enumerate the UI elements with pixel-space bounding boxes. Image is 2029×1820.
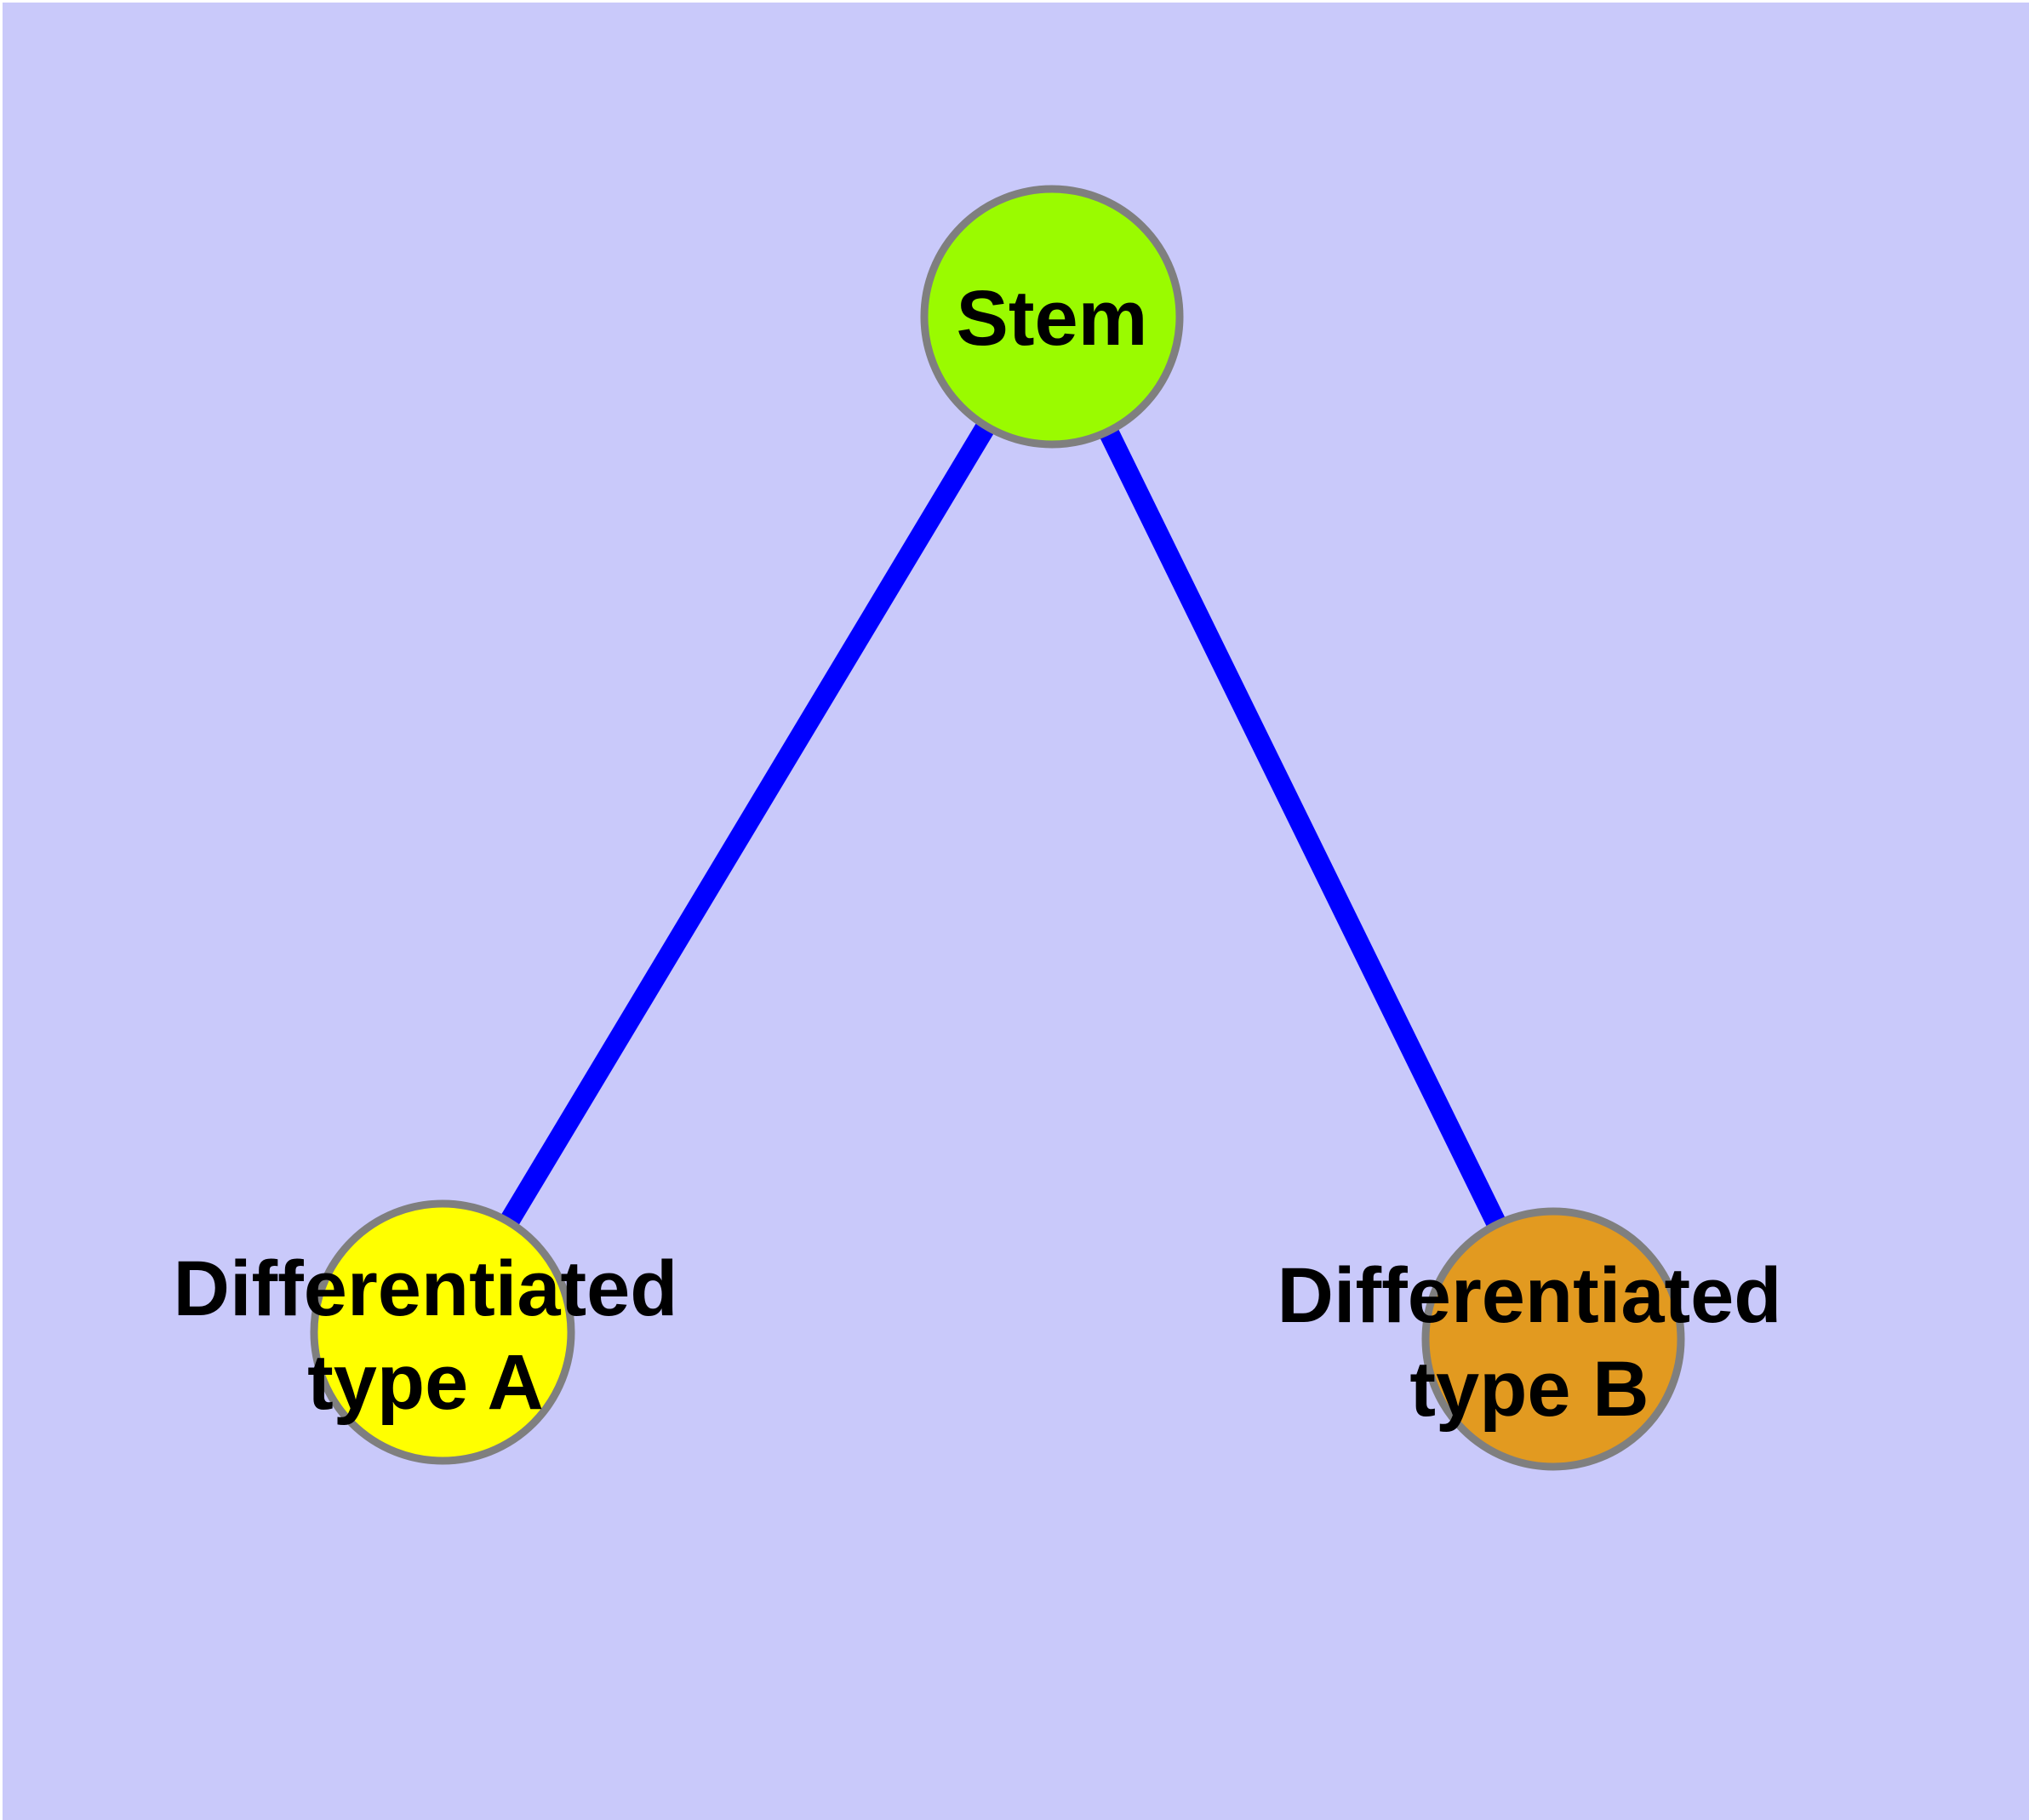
edge-stem-to-type-a xyxy=(433,311,1061,1338)
node-stem xyxy=(920,185,1184,449)
node-type-a xyxy=(310,1199,575,1465)
node-type-a-label-line-2: type A xyxy=(307,1339,544,1426)
node-type-b-label-line-1: Differentiated xyxy=(1277,1252,1782,1339)
node-type-b xyxy=(1421,1207,1685,1471)
node-type-a-label-line-1: Differentiated xyxy=(174,1245,678,1332)
node-stem-label: Stem xyxy=(957,275,1148,362)
node-type-b-label-line-2: type B xyxy=(1409,1346,1649,1433)
edge-stem-to-type-b xyxy=(1043,312,1563,1344)
